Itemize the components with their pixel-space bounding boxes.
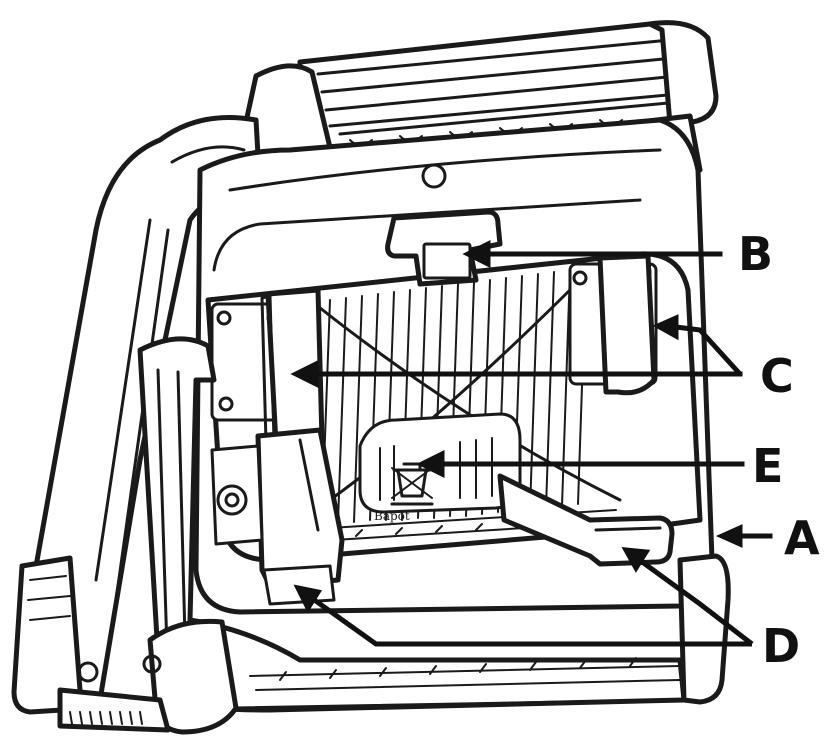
socket-left	[210, 287, 325, 447]
callout-c: C	[290, 314, 794, 403]
callout-label-c: C	[760, 349, 794, 403]
brand-mark: Bapot	[374, 509, 410, 523]
callout-e: E	[416, 439, 783, 493]
callout-label-b: B	[738, 227, 773, 281]
callout-a: A	[715, 511, 820, 565]
vent-slots	[321, 267, 587, 523]
callout-label-e: E	[752, 439, 783, 493]
bottom-base	[57, 654, 171, 733]
stand-leg-right	[497, 473, 675, 567]
callout-label-d: D	[762, 619, 800, 673]
callout-d: D	[293, 547, 800, 673]
front-stand	[137, 336, 704, 735]
callout-b: B	[462, 227, 773, 281]
vent-grille-lower	[379, 437, 493, 501]
right-side-panel	[677, 553, 731, 705]
cable-gland	[210, 444, 264, 546]
callout-label-a: A	[784, 511, 820, 565]
top-clip	[385, 209, 503, 287]
